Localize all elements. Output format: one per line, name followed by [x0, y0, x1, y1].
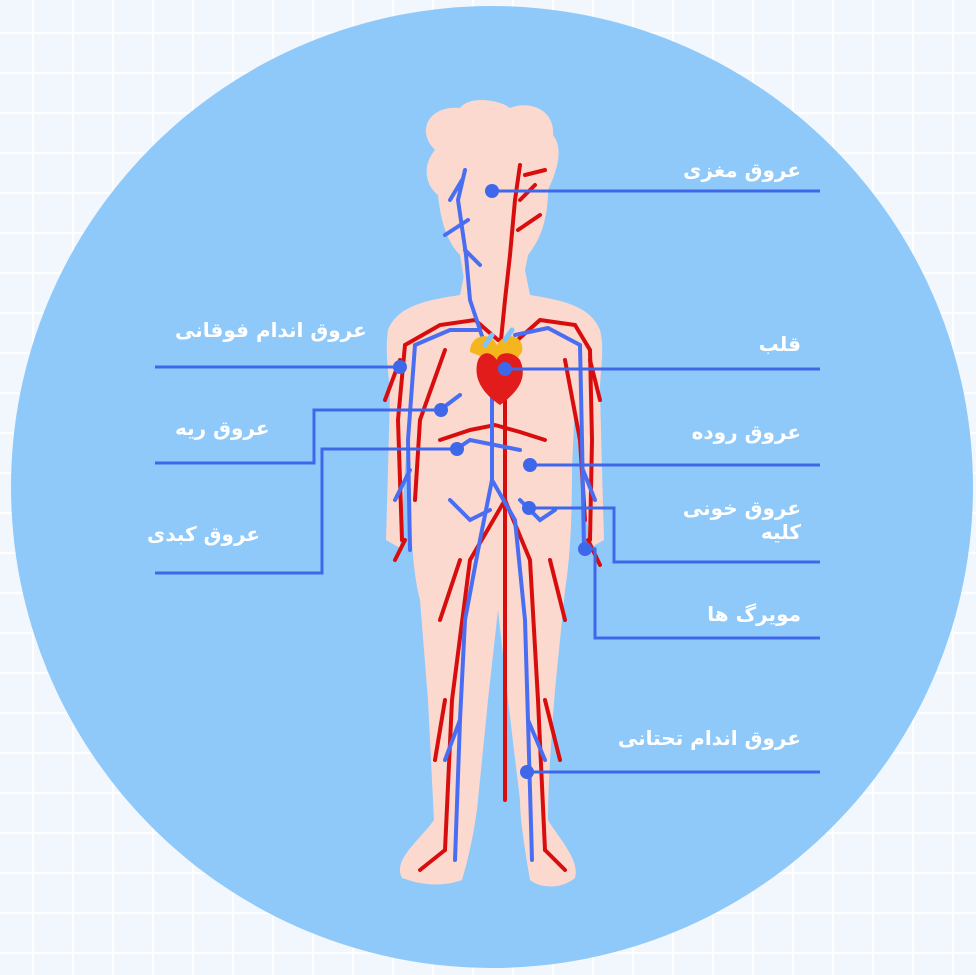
- marker-dot-lung: [434, 403, 448, 417]
- label-brain-vessels: عروق مغزی: [683, 158, 801, 182]
- label-intestine-vessels: عروق روده: [692, 420, 801, 444]
- label-capillaries: مویرگ ها: [707, 602, 801, 626]
- marker-dot-kidney: [522, 501, 536, 515]
- marker-dot-brain: [485, 184, 499, 198]
- label-lung-vessels: عروق ریه: [175, 416, 270, 440]
- label-kidney-vessels-line1: عروق خونی: [683, 496, 801, 520]
- marker-dot-heart: [498, 362, 512, 376]
- label-kidney-vessels: عروق خونی کلیه: [683, 496, 801, 544]
- label-liver-vessels: عروق کبدی: [147, 522, 260, 546]
- label-lower-limb-vessels: عروق اندام تحتانی: [618, 726, 801, 750]
- marker-dot-capillaries: [578, 542, 592, 556]
- marker-dot-intestine: [523, 458, 537, 472]
- marker-dot-upper-limb: [393, 360, 407, 374]
- marker-dot-liver: [450, 442, 464, 456]
- marker-dot-lower-limb: [520, 765, 534, 779]
- label-heart: قلب: [759, 332, 801, 356]
- label-upper-limb-vessels: عروق اندام فوقانی: [175, 318, 367, 342]
- label-kidney-vessels-line2: کلیه: [683, 520, 801, 544]
